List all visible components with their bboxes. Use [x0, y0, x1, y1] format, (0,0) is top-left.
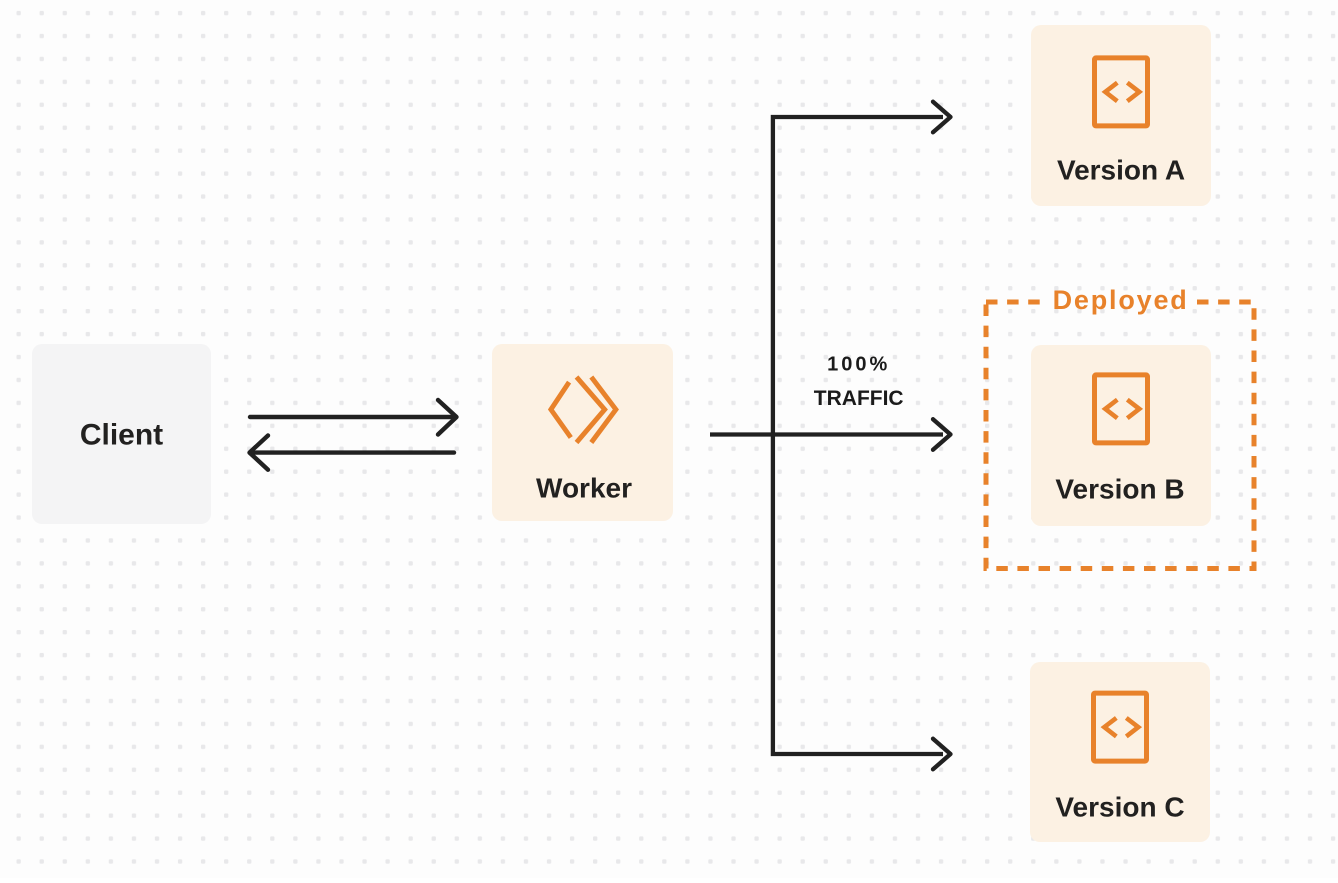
svg-text:Client: Client	[80, 419, 163, 452]
svg-text:100%: 100%	[827, 354, 890, 376]
svg-text:Worker: Worker	[536, 473, 632, 504]
svg-text:Version A: Version A	[1057, 155, 1185, 186]
svg-text:Version C: Version C	[1055, 791, 1184, 822]
svg-text:Deployed: Deployed	[1053, 285, 1189, 315]
svg-text:Version B: Version B	[1055, 473, 1184, 504]
svg-text:TRAFFIC: TRAFFIC	[814, 387, 904, 410]
